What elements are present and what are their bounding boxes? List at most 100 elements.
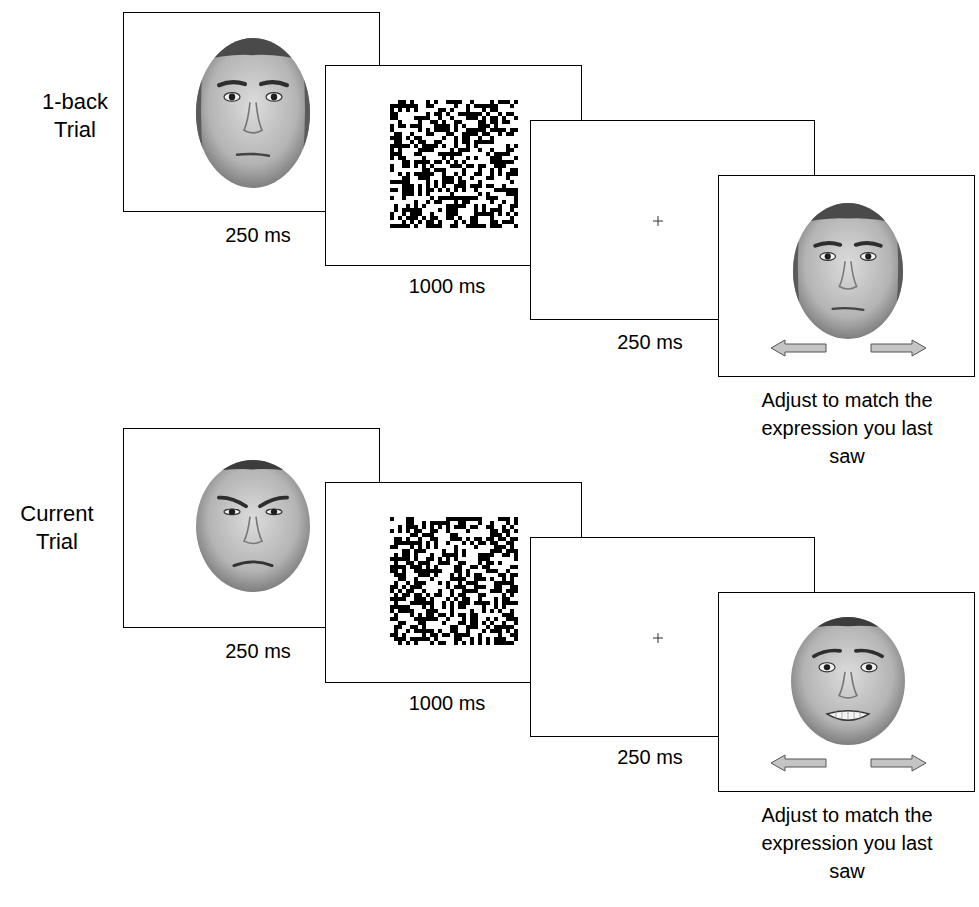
noise-pixel [490, 541, 494, 545]
noise-pixel [438, 124, 442, 128]
noise-pixel [450, 180, 454, 184]
noise-pixel [490, 220, 494, 224]
noise-pixel [390, 144, 394, 148]
noise-pixel [462, 521, 466, 525]
noise-pixel [502, 128, 506, 132]
cross-bar [658, 633, 659, 643]
noise-pixel [494, 152, 498, 156]
noise-pixel [514, 100, 518, 104]
noise-pixel [458, 637, 462, 641]
noise-pixel [482, 224, 486, 228]
noise-pixel [418, 565, 422, 569]
noise-pixel [390, 108, 394, 112]
fixation-cross [653, 633, 663, 643]
noise-pixel [402, 573, 406, 577]
noise-pixel [498, 533, 502, 537]
noise-pixel [506, 220, 510, 224]
noise-pixel [498, 609, 502, 613]
noise-pixel [490, 160, 494, 164]
noise-pixel [454, 196, 458, 200]
noise-pixel [446, 124, 450, 128]
noise-pixel [482, 557, 486, 561]
noise-pixel [506, 529, 510, 533]
noise-pixel [426, 637, 430, 641]
noise-pixel [494, 585, 498, 589]
noise-pixel [406, 144, 410, 148]
noise-pixel [426, 629, 430, 633]
noise-pixel [418, 629, 422, 633]
noise-pixel [494, 637, 498, 641]
noise-pixel [474, 573, 478, 577]
noise-pixel [434, 617, 438, 621]
noise-pixel [426, 533, 430, 537]
noise-pixel [498, 188, 502, 192]
noise-pixel [474, 184, 478, 188]
noise-pixel [482, 553, 486, 557]
noise-pixel [430, 641, 434, 645]
noise-pixel [418, 212, 422, 216]
noise-pixel [466, 136, 470, 140]
noise-pixel [494, 569, 498, 573]
noise-pixel [486, 152, 490, 156]
noise-pixel [394, 116, 398, 120]
noise-pixel [458, 521, 462, 525]
noise-pixel [394, 545, 398, 549]
noise-pixel [406, 525, 410, 529]
noise-pixel [426, 541, 430, 545]
noise-pixel [442, 601, 446, 605]
noise-pixel [414, 172, 418, 176]
noise-pixel [454, 172, 458, 176]
noise-pixel [402, 208, 406, 212]
noise-pixel [498, 156, 502, 160]
face-oval [196, 38, 310, 188]
noise-pixel [418, 601, 422, 605]
noise-mask [390, 100, 518, 228]
noise-pixel [490, 629, 494, 633]
noise-pixel [466, 569, 470, 573]
noise-pixel [470, 589, 474, 593]
noise-pixel [502, 200, 506, 204]
noise-pixel [410, 601, 414, 605]
noise-pixel [478, 112, 482, 116]
face-eyebrow [856, 243, 881, 246]
noise-pixel [438, 224, 442, 228]
noise-pixel [414, 625, 418, 629]
noise-pixel [398, 172, 402, 176]
noise-pixel [474, 188, 478, 192]
instruction-caption: Adjust to match the expression you last … [752, 801, 942, 885]
noise-pixel [478, 521, 482, 525]
face-iris [271, 94, 277, 101]
noise-pixel [426, 100, 430, 104]
noise-pixel [426, 180, 430, 184]
noise-pixel [498, 208, 502, 212]
face-eyebrow [815, 243, 840, 246]
noise-pixel [506, 212, 510, 216]
noise-pixel [426, 561, 430, 565]
noise-pixel [506, 192, 510, 196]
noise-pixel [486, 565, 490, 569]
noise-pixel [446, 100, 450, 104]
noise-pixel [478, 593, 482, 597]
noise-pixel [458, 621, 462, 625]
noise-pixel [502, 537, 506, 541]
noise-pixel [454, 633, 458, 637]
noise-pixel [438, 160, 442, 164]
noise-pixel [462, 601, 466, 605]
noise-pixel [402, 541, 406, 545]
noise-pixel [394, 104, 398, 108]
noise-pixel [450, 156, 454, 160]
noise-pixel [462, 136, 466, 140]
face-oval [791, 617, 905, 745]
noise-pixel [434, 200, 438, 204]
noise-pixel [390, 180, 394, 184]
noise-pixel [426, 176, 430, 180]
noise-pixel [454, 120, 458, 124]
noise-pixel [502, 100, 506, 104]
noise-pixel [422, 561, 426, 565]
noise-pixel [438, 569, 442, 573]
noise-pixel [406, 184, 410, 188]
noise-pixel [414, 160, 418, 164]
face-iris [865, 253, 871, 259]
noise-pixel [490, 537, 494, 541]
noise-pixel [474, 212, 478, 216]
